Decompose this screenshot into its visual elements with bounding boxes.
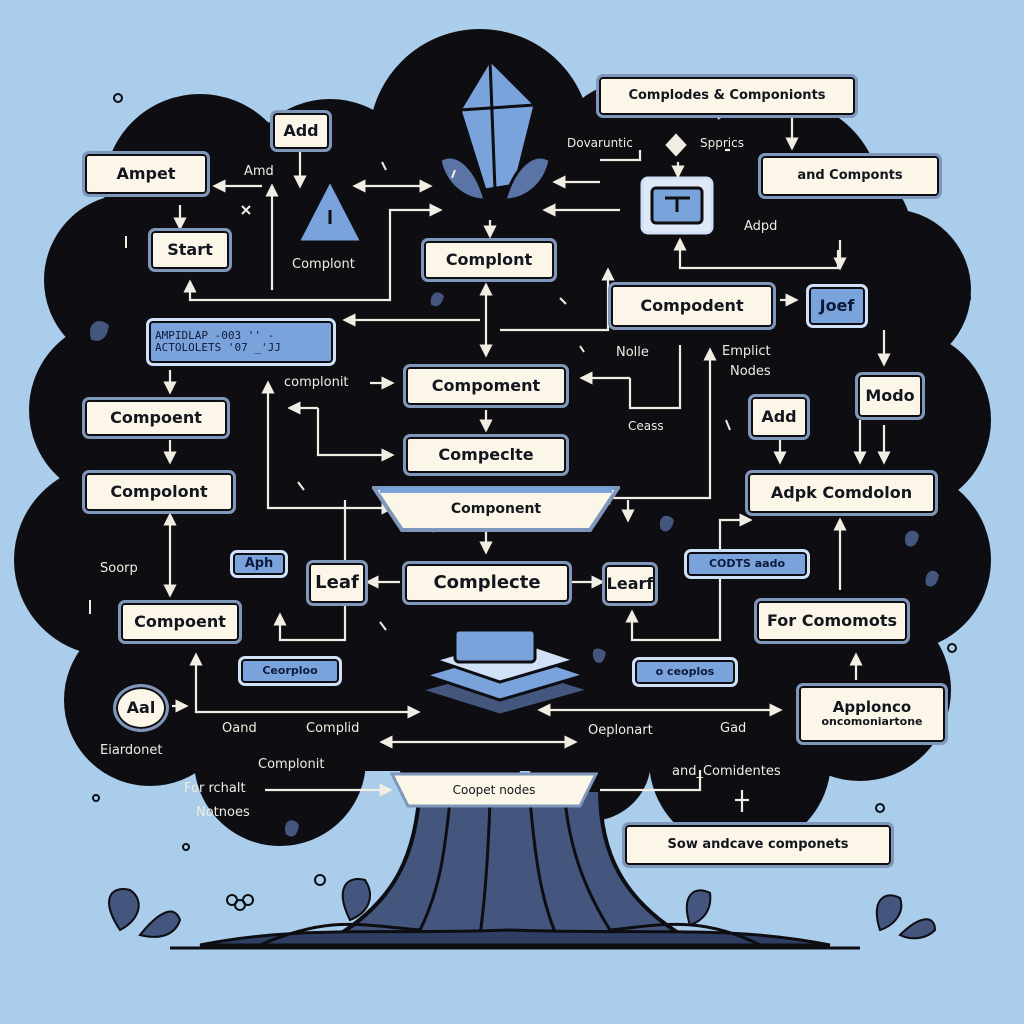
- label-dovaruntic: Dovaruntic: [567, 136, 633, 150]
- tag-icon: [640, 176, 714, 235]
- label-oand: Oand: [222, 721, 257, 736]
- node-add-right: Add: [748, 394, 810, 440]
- node-component-trapezoid: Component: [372, 484, 620, 534]
- label-gad: Gad: [720, 721, 747, 736]
- label-emplict: Emplict: [722, 344, 771, 359]
- node-add-top: Add: [270, 110, 332, 152]
- label-and-comidentes: and_Comidentes: [672, 764, 781, 779]
- node-coopet-nodes: Coopet nodes: [390, 770, 598, 810]
- crystal-ornament: [438, 57, 552, 213]
- label-complonit-2: Complonit: [258, 757, 325, 772]
- label-complonit: complonit: [284, 375, 349, 390]
- layer-stack-icon: [414, 628, 596, 724]
- mono-code-box: AMPIDLAP -003 '' - ACTOLOLETS '07 _'JJ: [146, 318, 336, 366]
- coopet-label: Coopet nodes: [452, 783, 536, 797]
- label-for-rchalt: For rchalt: [184, 781, 246, 796]
- label-spprics: Spprics: [700, 136, 744, 150]
- mono-line-1: AMPIDLAP -003 '' -: [155, 329, 275, 343]
- node-complont-center: Complont: [421, 238, 557, 282]
- label-notnoes: Notnoes: [196, 805, 250, 820]
- node-leaf-right: Learf: [602, 562, 658, 606]
- node-compoment-center: Compoment: [403, 364, 569, 408]
- node-add-circle: Aal: [113, 684, 169, 732]
- connector-lines: [163, 118, 891, 812]
- label-adpd: Adpd: [744, 219, 778, 234]
- label-nolle: Nolle: [616, 345, 649, 360]
- coopet-trapezoid-shape: [390, 772, 598, 808]
- node-component-left-1: Compoent: [82, 397, 230, 439]
- node-compodent-right: Compodent: [608, 282, 776, 330]
- tag-codes: CODTS aado: [684, 549, 810, 579]
- tag-ceorploo: Ceorploo: [238, 656, 342, 686]
- node-for-comomots: For Comomots: [754, 598, 910, 644]
- applonco-line-1: Applonco: [832, 698, 912, 717]
- node-and-componts: and Componts: [758, 153, 942, 199]
- node-component-left-2: Compoent: [118, 600, 242, 644]
- label-eiardonet: Eiardonet: [100, 743, 163, 758]
- node-adpk-comdolon: Adpk Comdolon: [745, 470, 938, 516]
- diamond-icon: [662, 130, 690, 160]
- applonco-line-2: oncomoniartone: [821, 715, 923, 729]
- node-leaf-right-top: Joef: [806, 284, 868, 328]
- node-complecte: Complecte: [402, 561, 572, 605]
- trapezoid-label: Component: [450, 501, 542, 517]
- node-ampet: Ampet: [82, 151, 210, 197]
- ground-leaves: [108, 878, 937, 940]
- trapezoid-shape: [372, 486, 620, 532]
- label-complont-small: Complont: [292, 257, 355, 272]
- label-soorp: Soorp: [100, 561, 138, 576]
- node-sow-components: Sow andcave componets: [622, 822, 894, 868]
- tree-trunk: [170, 788, 860, 950]
- label-complid: Complid: [306, 721, 360, 736]
- node-modo: Modo: [855, 372, 925, 420]
- label-ceass: Ceass: [628, 419, 664, 433]
- label-nodes: Nodes: [730, 364, 771, 379]
- mono-line-2: ACTOLOLETS '07 _'JJ: [155, 341, 281, 354]
- label-amd: Amd: [244, 164, 274, 179]
- node-applonco: Applonco oncomoniartone: [796, 683, 948, 745]
- canopy-leaves: [88, 290, 942, 839]
- label-oeplonart: Oeplonart: [588, 723, 653, 738]
- node-complodes-components: Complodes & Componionts: [596, 74, 858, 118]
- tag-aph: Aph: [230, 550, 288, 578]
- node-start: Start: [148, 228, 232, 272]
- node-leaf-left: Leaf: [306, 560, 368, 606]
- node-compeclte: Compeclte: [403, 434, 569, 476]
- tag-ceoplos: o ceoplos: [632, 657, 738, 687]
- node-compolont-left: Compolont: [82, 470, 236, 514]
